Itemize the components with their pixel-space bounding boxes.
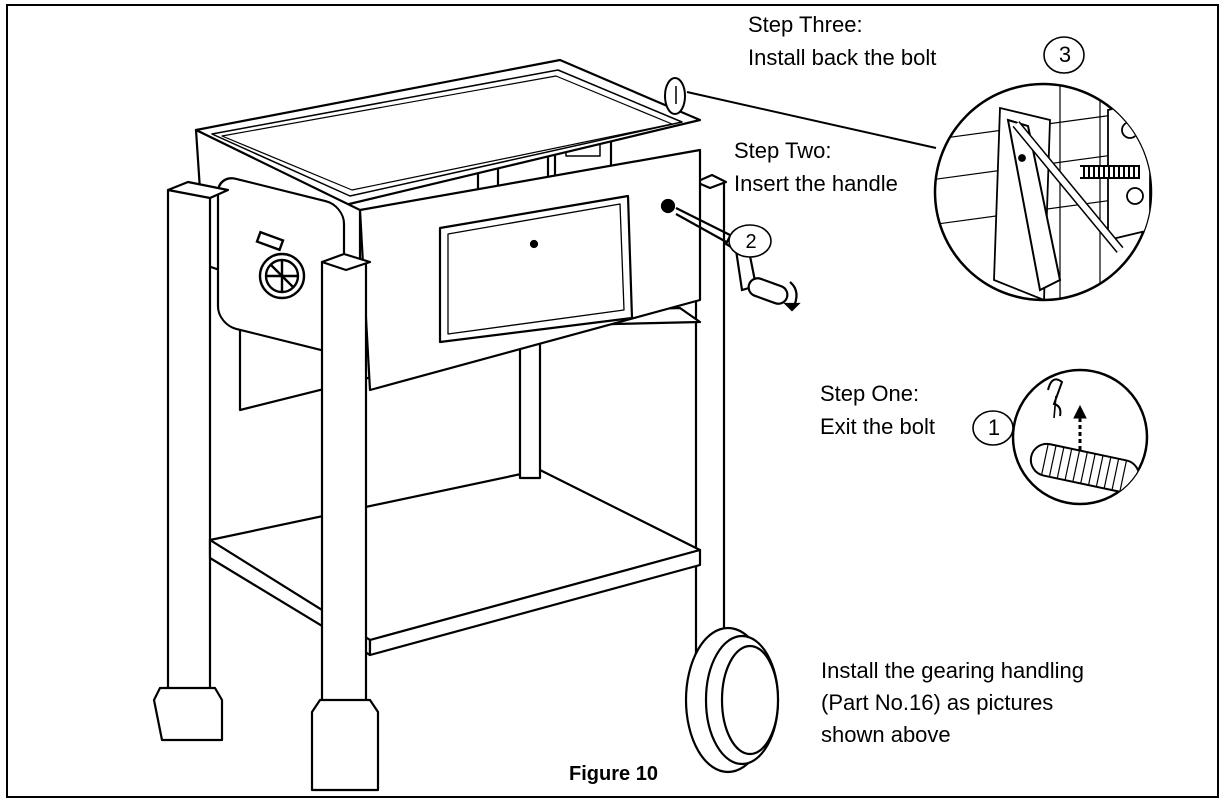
bolt-callout bbox=[664, 77, 937, 149]
step-two-marker bbox=[728, 224, 772, 258]
instruction-line-1: Install the gearing handling bbox=[821, 658, 1084, 683]
instruction-line-2: (Part No.16) as pictures bbox=[821, 690, 1054, 715]
figure-caption: Figure 10 bbox=[569, 763, 658, 785]
step-three-text: Install back the bolt bbox=[748, 45, 937, 70]
step-three-number: 3 bbox=[1058, 42, 1072, 67]
cart-body bbox=[152, 58, 780, 792]
step-two-title: Step Two: bbox=[734, 138, 832, 163]
detail-circle-step-three bbox=[933, 36, 1153, 302]
back-foot bbox=[152, 686, 224, 742]
step-one-text: Exit the bolt bbox=[820, 414, 935, 439]
step-one-marker bbox=[972, 410, 1014, 446]
step-three-marker bbox=[1043, 36, 1085, 74]
bottom-shelf bbox=[208, 468, 702, 642]
front-left-leg bbox=[320, 260, 368, 704]
figure-frame bbox=[6, 4, 1219, 798]
front-foot bbox=[310, 698, 380, 792]
step-one-number: 1 bbox=[987, 415, 1001, 440]
gear-wheel-icon bbox=[255, 230, 306, 300]
step-two-text: Insert the handle bbox=[734, 171, 898, 196]
detail-circle-step-one bbox=[972, 368, 1149, 506]
step-one-title: Step One: bbox=[820, 381, 920, 406]
instruction-line-3: shown above bbox=[821, 722, 951, 747]
step-three-title: Step Three: bbox=[748, 12, 863, 37]
back-left-leg bbox=[166, 188, 212, 692]
step-two-number: 2 bbox=[745, 231, 757, 253]
